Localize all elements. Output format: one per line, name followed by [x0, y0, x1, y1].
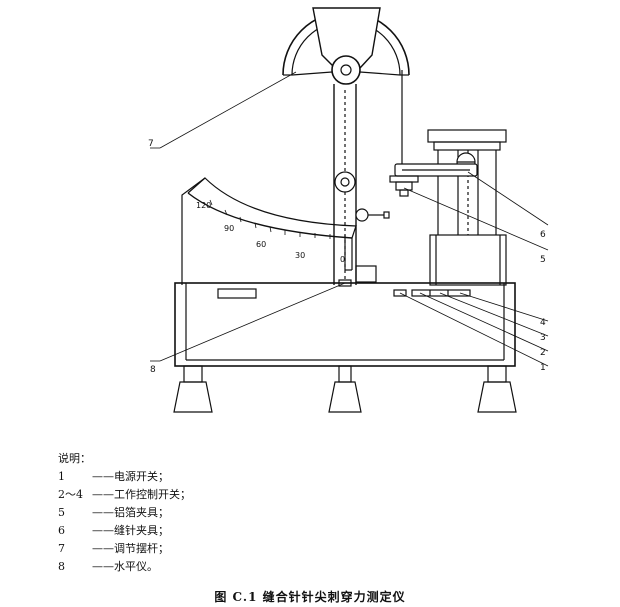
base-cabinet	[174, 279, 516, 367]
legend-num: 5	[58, 506, 65, 519]
legend-item: 5 ——铝箔夹具；	[58, 504, 191, 522]
support-column	[333, 84, 390, 285]
callout-label: 5	[540, 255, 546, 265]
legend-text: 水平仪。	[114, 560, 158, 573]
callout-label: 1	[540, 363, 546, 373]
scale-label: 60	[256, 240, 266, 249]
legend-num: 7	[58, 542, 65, 555]
legend-dash: ——	[92, 560, 114, 573]
callout-labels: 1 2 3 4 5 6 7 8	[148, 139, 546, 375]
legend-num: 1	[58, 470, 65, 483]
legend-dash: ——	[92, 542, 114, 555]
figure-caption: 图 C.1 缝合针针尖刺穿力测定仪	[214, 590, 406, 604]
callout-label: 3	[540, 333, 546, 343]
scale-label: 30	[295, 251, 305, 260]
legend-num: 8	[58, 560, 65, 573]
tester-diagram: 120 90 60 30 0	[148, 7, 549, 413]
legend-dash: ——	[92, 488, 114, 501]
callout-label: 6	[540, 230, 546, 240]
right-fixture	[389, 129, 507, 286]
legend-num: 6	[58, 524, 65, 537]
legend-dash: ——	[92, 470, 114, 483]
callout-label: 2	[540, 348, 546, 358]
callout-label: 7	[148, 139, 154, 149]
callout-label: 4	[540, 318, 546, 328]
legend-text: 缝针夹具；	[114, 524, 169, 537]
legend: 说明： 1——电源开关； 2～4——工作控制开关； 5——铝箔夹具； 6——缝针…	[58, 450, 191, 576]
legend-item: 7 ——调节摆杆；	[58, 540, 191, 558]
legend-dash: ——	[92, 506, 114, 519]
legend-dash: ——	[92, 524, 114, 537]
scale-label: 0	[340, 255, 345, 264]
leveling-feet	[173, 365, 517, 413]
legend-num: 2～4	[58, 488, 83, 501]
curved-scale: 120 90 60 30 0	[181, 177, 377, 285]
legend-item: 2～4 ——工作控制开关；	[58, 486, 191, 504]
legend-item: 1 ——电源开关；	[58, 468, 191, 486]
legend-text: 铝箔夹具；	[114, 506, 169, 519]
legend-text: 工作控制开关；	[114, 488, 191, 501]
leader-lines	[150, 71, 549, 367]
legend-title: 说明：	[58, 452, 91, 465]
legend-item: 8 ——水平仪。	[58, 558, 191, 576]
scale-label: 120	[196, 201, 211, 210]
legend-text: 调节摆杆；	[114, 542, 169, 555]
legend-text: 电源开关；	[114, 470, 169, 483]
legend-item: 6 ——缝针夹具；	[58, 522, 191, 540]
callout-label: 8	[150, 365, 156, 375]
pendulum-sector	[282, 7, 410, 170]
scale-label: 90	[224, 224, 234, 233]
